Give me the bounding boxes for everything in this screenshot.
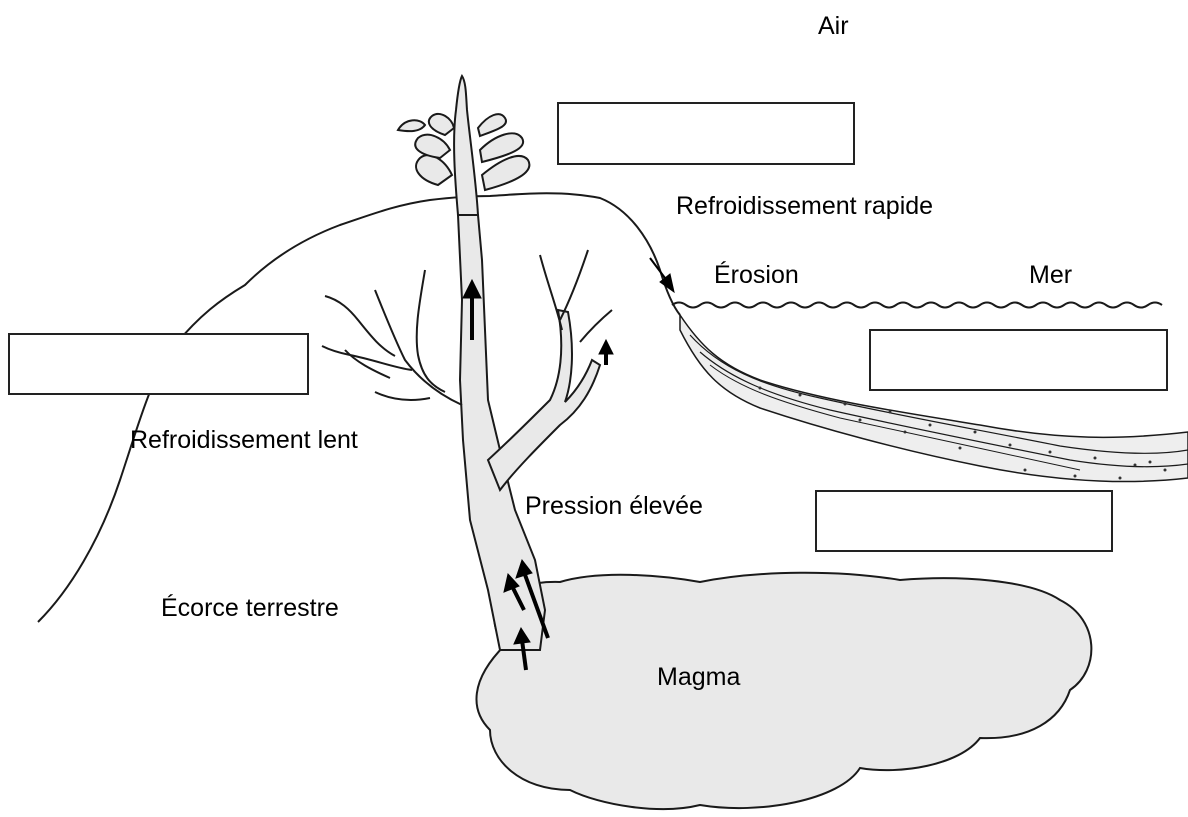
label-high-pressure: Pression élevée [525,494,703,519]
magma-chamber [476,573,1091,809]
label-erosion: Érosion [714,263,799,288]
answer-box-left[interactable] [8,333,309,395]
right-dikes [540,250,612,342]
label-earth-crust: Écorce terrestre [161,596,339,621]
label-sea: Mer [1029,263,1072,288]
label-air: Air [818,14,849,39]
label-rapid-cooling: Refroidissement rapide [676,194,933,219]
left-dikes [322,270,462,405]
answer-box-top[interactable] [557,102,855,165]
answer-box-right[interactable] [869,329,1168,391]
answer-box-lower[interactable] [815,490,1113,552]
label-slow-cooling: Refroidissement lent [130,428,358,453]
erosion-arrow [650,258,674,292]
crust-outline [38,193,680,622]
label-magma: Magma [657,665,740,690]
sea-waterline [672,303,1162,308]
